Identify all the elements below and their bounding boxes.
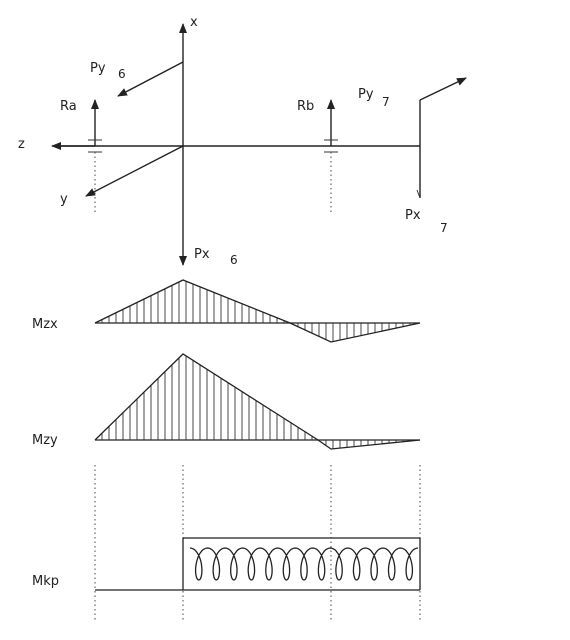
mzy-label: Mzy: [32, 433, 58, 448]
reaction-rb-label: Rb: [297, 99, 314, 114]
force-py6-label: Py: [90, 61, 106, 76]
force-px7-label: Px: [405, 208, 421, 223]
section-lines: [94, 465, 421, 620]
force-px6-index: 6: [230, 253, 238, 267]
mzx-hatching: [101, 281, 411, 342]
force-py7-label: Py: [358, 87, 374, 102]
force-py7-index: 7: [382, 95, 390, 109]
force-py7-arrow: [419, 77, 467, 101]
loading-scheme: z x y Py 6 Px 6 Ra Rb Py 7 Px: [18, 15, 467, 267]
force-px6-label: Px: [194, 247, 210, 262]
mzx-outline: [94, 279, 421, 343]
force-px7-tick: [416, 189, 421, 199]
mzy-diagram: Mzy: [32, 353, 421, 450]
force-py6-arrow: [117, 61, 184, 97]
z-axis-label: z: [18, 137, 25, 152]
force-px7-index: 7: [440, 221, 448, 235]
mzx-diagram: Mzx: [32, 279, 421, 343]
y-axis-arrow: [85, 145, 184, 197]
y-axis-label: y: [60, 192, 68, 207]
reaction-ra-label: Ra: [60, 99, 77, 114]
mkp-torque-coil: [189, 547, 419, 581]
mzy-hatching: [101, 355, 404, 449]
mkp-diagram: Mkp: [32, 537, 421, 591]
mzy-outline: [94, 353, 421, 450]
mkp-label: Mkp: [32, 574, 59, 589]
mzx-label: Mzx: [32, 317, 58, 332]
x-axis-label: x: [190, 15, 198, 30]
force-py6-index: 6: [118, 67, 126, 81]
